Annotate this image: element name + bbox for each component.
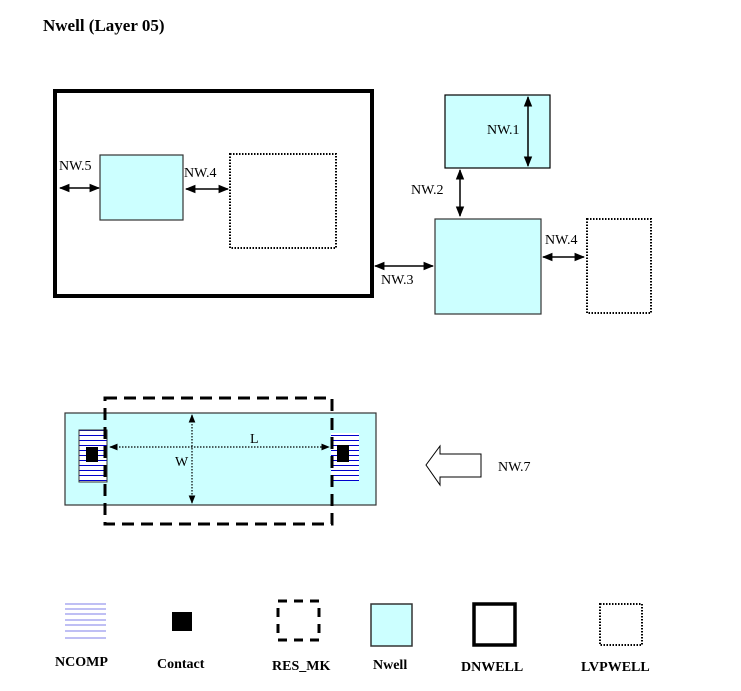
legend-label-dnwell: DNWELL	[461, 660, 523, 675]
legend-item-contact: Contact	[157, 612, 205, 672]
nwell-box-bottom	[434, 218, 542, 315]
nw7-label: NW.7	[498, 460, 531, 475]
nw3-label: NW.3	[381, 273, 414, 288]
length-label: L	[250, 432, 259, 447]
res-mk-box	[103, 396, 334, 526]
nwell-box-inner	[99, 154, 184, 221]
lvpwell-box-right	[586, 218, 652, 314]
nw1-label: NW.1	[487, 123, 520, 138]
nw5-label: NW.5	[59, 159, 92, 174]
legend-item-ncomp: NCOMP	[55, 603, 108, 670]
contact-right	[337, 445, 349, 462]
legend-item-lvpwell: LVPWELL	[581, 603, 650, 675]
nwell-box-icon	[370, 603, 413, 647]
legend-item-res-mk: RES_MK	[272, 599, 330, 674]
legend-label-contact: Contact	[157, 657, 205, 672]
dnwell-thick-box-icon	[472, 602, 517, 647]
legend: NCOMP Contact RES_MK Nwell DNWELL LVPWEL…	[55, 599, 650, 675]
width-label: W	[175, 455, 189, 470]
nwell-box-top	[444, 94, 551, 169]
nw2-label: NW.2	[411, 183, 444, 198]
nw7-hollow-arrow-icon	[425, 444, 482, 487]
nw4-label-right: NW.4	[545, 233, 578, 248]
ncomp-hatch-icon	[65, 603, 106, 639]
nw4-label-left: NW.4	[184, 166, 217, 181]
dnwell-region: NW.5 NW.4	[53, 89, 374, 298]
page-title: Nwell (Layer 05)	[43, 16, 165, 35]
nwell-spacing-region: NW.1 NW.2 NW.3 NW.4	[373, 94, 652, 315]
contact-square-icon	[172, 612, 192, 631]
nwell-resistor-body	[64, 412, 377, 506]
legend-label-nwell: Nwell	[373, 658, 407, 673]
legend-item-nwell: Nwell	[370, 603, 413, 673]
legend-label-lvpwell: LVPWELL	[581, 660, 650, 675]
res-mk-dashed-box-icon	[276, 599, 321, 642]
lvpwell-box-inner	[229, 153, 337, 249]
nwell-resistor: L W NW.7	[64, 396, 531, 526]
legend-label-ncomp: NCOMP	[55, 655, 108, 670]
legend-label-res-mk: RES_MK	[272, 659, 330, 674]
legend-item-dnwell: DNWELL	[461, 602, 523, 675]
lvpwell-dotted-box-icon	[599, 603, 643, 646]
contact-left	[86, 447, 98, 462]
